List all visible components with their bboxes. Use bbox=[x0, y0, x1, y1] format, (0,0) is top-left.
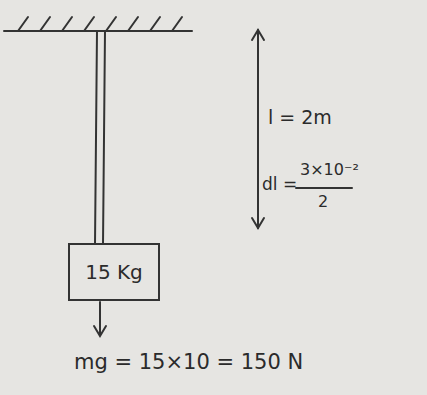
dimension-label: 3×10⁻² bbox=[300, 160, 359, 179]
dimension-label: mg = 15×10 = 150 N bbox=[74, 350, 303, 374]
mass-box: 15 Kg bbox=[68, 243, 160, 301]
weight-arrow bbox=[99, 302, 101, 334]
arrowhead bbox=[252, 30, 264, 40]
dimension-label: 2 bbox=[318, 192, 328, 211]
wire bbox=[103, 31, 105, 244]
dimension-label: l = 2m bbox=[268, 106, 332, 128]
ceiling-hatch bbox=[18, 17, 182, 31]
mass-label: 15 Kg bbox=[85, 260, 143, 284]
fraction-bar bbox=[296, 187, 352, 189]
length-arrow bbox=[257, 30, 259, 228]
wire bbox=[95, 31, 97, 244]
arrowhead bbox=[94, 326, 106, 336]
arrowhead bbox=[252, 218, 264, 228]
dimension-label: dl = bbox=[262, 174, 297, 194]
